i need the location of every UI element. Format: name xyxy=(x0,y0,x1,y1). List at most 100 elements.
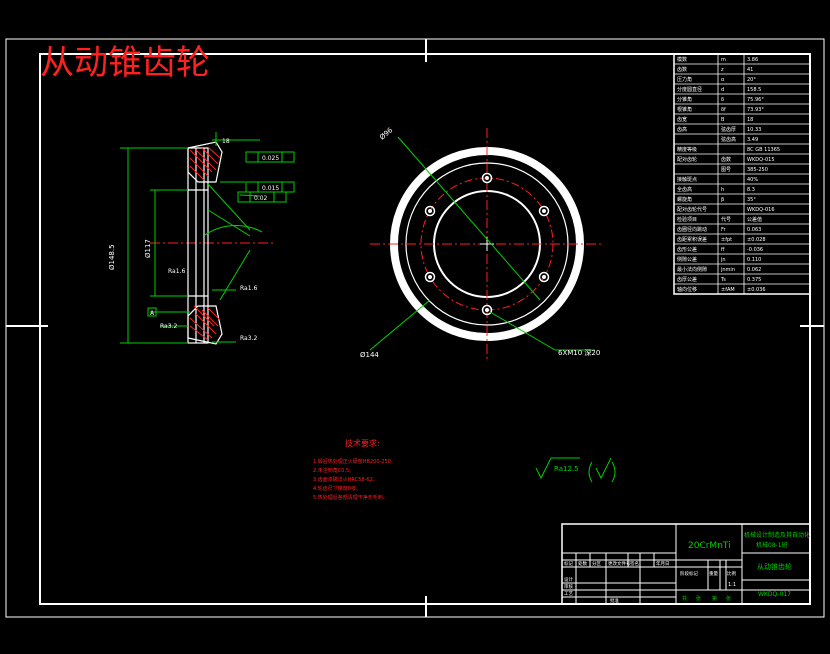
tb-header-2: 处数 xyxy=(578,560,587,567)
dim-width-top: 18 xyxy=(222,138,230,145)
param-cell-17-2: 0.063 xyxy=(747,227,761,233)
rough-2: Ra1.6 xyxy=(240,285,257,292)
roughness-symbol: Ra12.5 xyxy=(535,457,616,483)
param-cell-2-2: 20° xyxy=(747,77,756,83)
tb-row-2: 审核 xyxy=(564,583,573,590)
param-cell-0-1: m xyxy=(721,57,726,63)
tb-header-1: 标记 xyxy=(564,560,573,567)
param-cell-23-0: 轴向位移 xyxy=(677,286,697,293)
param-cell-4-2: 75.96° xyxy=(747,97,764,103)
tol-3: 0.02 xyxy=(254,195,268,202)
param-cell-11-1: 图号 xyxy=(721,167,731,173)
param-cell-2-1: α xyxy=(721,77,725,83)
drawing-title: 从动锥齿轮 xyxy=(40,43,210,83)
dim-inner-dia: Ø144 xyxy=(360,351,379,359)
param-cell-10-1: 齿数 xyxy=(721,156,731,163)
material: 20CrMnTi xyxy=(688,541,731,551)
tb-header-4: 更改文件号 xyxy=(608,560,631,567)
param-cell-16-2: 公差值 xyxy=(747,216,762,223)
param-cell-17-0: 齿圈径向跳动 xyxy=(677,226,707,233)
param-cell-23-2: ±0.036 xyxy=(747,287,766,293)
dim-bolt-circle: Ø96 xyxy=(378,126,395,142)
title-block xyxy=(561,523,811,605)
param-cell-10-0: 配对齿轮 xyxy=(677,156,697,163)
param-cell-21-1: jnmin xyxy=(720,267,735,273)
tech-note-3: 3.齿面渗碳淬火HRC58-62。 xyxy=(313,476,378,483)
param-cell-14-1: β xyxy=(721,197,724,203)
tech-note-4: 4.轮齿尺寸精度8级。 xyxy=(313,485,361,492)
center-marks xyxy=(6,39,824,617)
param-cell-20-2: 0.110 xyxy=(747,257,761,263)
tech-title: 技术要求: xyxy=(345,438,380,448)
param-cell-18-1: ±fpt xyxy=(721,237,732,243)
sheet-label-4: 张 xyxy=(726,595,731,602)
bolt-holes xyxy=(424,172,550,316)
tol-1: 0.025 xyxy=(262,155,279,162)
param-cell-22-1: Ts xyxy=(720,277,726,283)
param-cell-15-0: 配对齿轮代号 xyxy=(677,206,707,213)
param-cell-16-0: 检验项目 xyxy=(677,216,697,223)
roughness-text: Ra12.5 xyxy=(554,465,579,473)
tech-note-5: 5.热处理后各部清理干净无毛刺。 xyxy=(313,494,388,501)
param-cell-13-1: h xyxy=(721,187,724,193)
title-block-text: 20CrMnTi 机械设计制造及其自动化 机械08-1班 从动锥齿轮 WKDQ-… xyxy=(564,531,810,604)
datum-a: A xyxy=(150,310,155,317)
weight-label: 重量 xyxy=(709,570,718,577)
param-cell-7-0: 齿高 xyxy=(677,126,687,133)
plan-view: Ø96 Ø144 6XM10 深20 xyxy=(360,126,604,360)
param-cell-8-1: 弦齿高 xyxy=(721,136,736,143)
param-cell-19-0: 齿形公差 xyxy=(677,246,697,253)
tb-header-6: 年月日 xyxy=(656,560,670,567)
hatch-bottom xyxy=(189,305,221,341)
param-cell-21-2: 0.062 xyxy=(747,267,761,273)
rough-3: Ra3.2 xyxy=(160,323,177,330)
param-cell-4-1: δ xyxy=(721,97,724,103)
university-line-1: 机械设计制造及其自动化 xyxy=(744,531,810,539)
param-cell-6-0: 齿宽 xyxy=(677,116,687,123)
param-cell-15-2: WKDQ-016 xyxy=(747,207,775,213)
param-cell-3-2: 158.5 xyxy=(747,87,761,93)
param-cell-19-2: -0.036 xyxy=(747,247,763,253)
tb-header-3: 分区 xyxy=(592,560,601,567)
param-cell-13-0: 全齿高 xyxy=(677,186,692,193)
part-name-block: 从动锥齿轮 xyxy=(757,562,792,571)
param-cell-5-0: 根锥角 xyxy=(677,106,692,113)
university-line-2: 机械08-1班 xyxy=(756,541,788,549)
sheet-label-2: 张 xyxy=(696,595,701,602)
tech-note-1: 1.锻后热处理正火硬度HB200-250。 xyxy=(313,458,396,465)
tech-note-2: 2.未注倒角C0.5。 xyxy=(313,467,354,474)
param-cell-14-0: 螺旋角 xyxy=(677,196,692,203)
drawing-number: WKDQ-017 xyxy=(758,591,791,598)
param-cell-19-1: ff xyxy=(721,247,725,253)
dim-holes: 6XM10 深20 xyxy=(558,348,600,357)
param-cell-4-0: 分锥角 xyxy=(677,96,692,103)
sheet-label-1: 共 xyxy=(682,595,687,602)
param-cell-2-0: 压力角 xyxy=(677,76,692,83)
param-cell-13-2: 8.3 xyxy=(747,187,755,193)
param-cell-6-2: 18 xyxy=(747,117,753,123)
param-cell-12-0: 接触斑点 xyxy=(677,176,697,183)
param-cell-21-0: 最小法向侧隙 xyxy=(677,266,707,273)
outer-border xyxy=(5,38,825,618)
param-cell-20-1: jn xyxy=(720,257,726,263)
param-cell-9-0: 精度等级 xyxy=(677,146,697,153)
param-cell-5-1: δf xyxy=(721,107,726,113)
param-cell-18-0: 齿距累积误差 xyxy=(677,236,707,243)
param-cell-6-1: B xyxy=(721,117,725,123)
rough-1: Ra1.6 xyxy=(168,268,185,275)
param-cell-0-0: 模数 xyxy=(677,56,687,63)
param-cell-10-2: WKDQ-015 xyxy=(747,157,775,163)
section-view: 18 0.025 0.015 0.02 A Ø148.5 Ø117 Ra1.6 … xyxy=(108,132,295,345)
param-cell-16-1: 代号 xyxy=(721,216,731,223)
param-cell-3-0: 分度圆直径 xyxy=(677,86,702,93)
param-cell-5-2: 73.93° xyxy=(747,107,764,113)
dim-outer-dia: Ø148.5 xyxy=(108,244,116,270)
param-cell-1-0: 齿数 xyxy=(677,66,687,73)
scale: 1:1 xyxy=(728,582,736,588)
param-cell-22-0: 齿厚公差 xyxy=(677,276,697,283)
param-cell-7-2: 10.33 xyxy=(747,127,761,133)
param-cell-9-2: 8C GB 11365 xyxy=(747,147,780,153)
param-cell-3-1: d xyxy=(721,87,724,93)
